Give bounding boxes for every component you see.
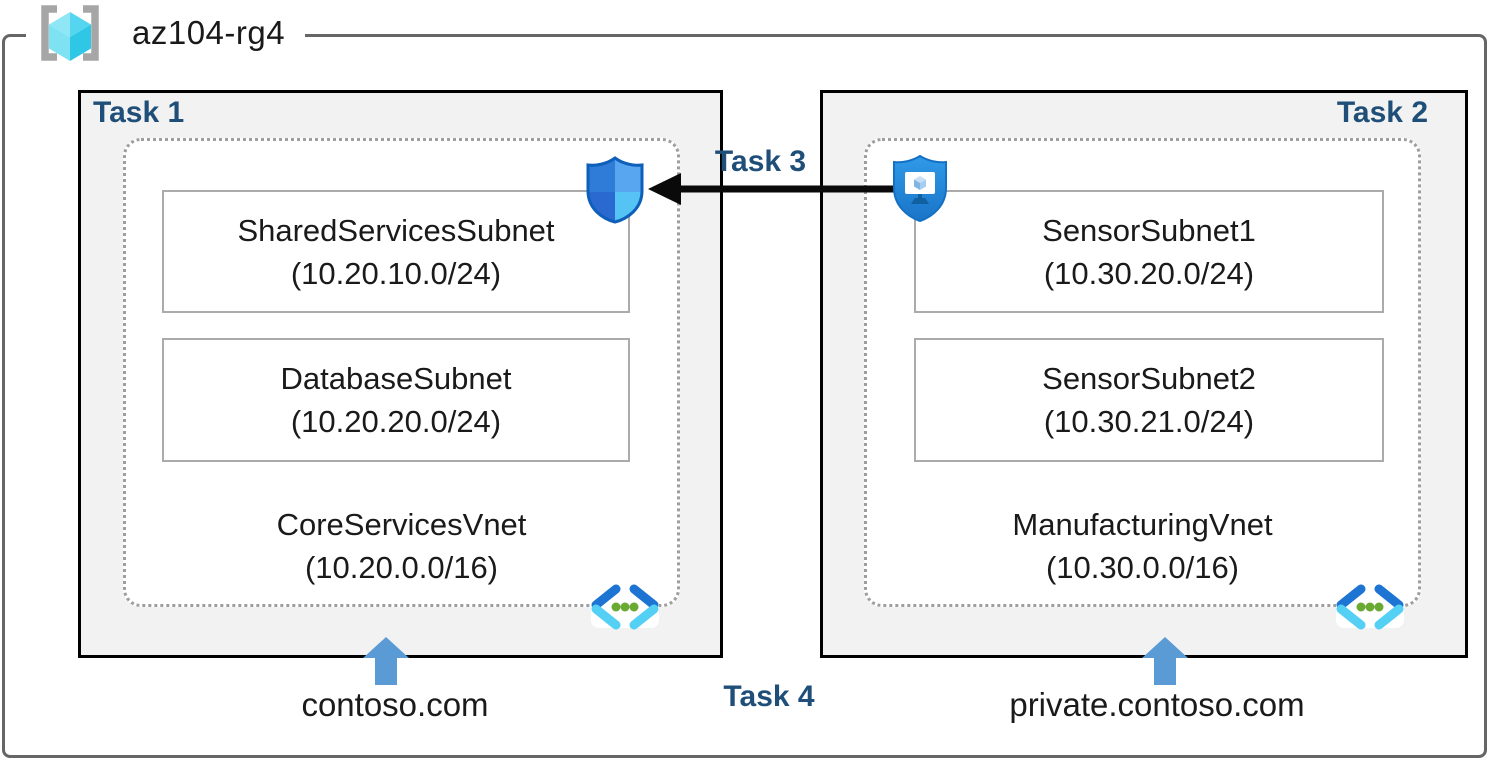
task3-label: Task 3 [714, 145, 807, 178]
subnet-name: SensorSubnet2 [1042, 361, 1256, 396]
virtual-network-icon [587, 582, 663, 632]
manufacturing-vnet-label: ManufacturingVnet (10.30.0.0/16) [864, 503, 1421, 589]
task4-label: Task 4 [723, 680, 815, 713]
black-left-arrow-icon [644, 167, 904, 211]
subnet-box-sensor2: SensorSubnet2 (10.30.21.0/24) [914, 338, 1384, 462]
bastion-shield-monitor-icon [892, 154, 948, 224]
subnet-box-sharedservices: SharedServicesSubnet (10.20.10.0/24) [162, 190, 630, 313]
private-contoso-dns-label: private.contoso.com [1009, 686, 1305, 723]
resource-group-boundary [2, 34, 1487, 758]
task2-label: Task 2 [1336, 96, 1428, 129]
vnet-name: CoreServicesVnet [276, 507, 527, 542]
subnet-name: SensorSubnet1 [1042, 212, 1256, 248]
vnet-name: ManufacturingVnet [1012, 507, 1273, 542]
subnet-cidr: (10.20.20.0/24) [290, 404, 502, 439]
coreservices-vnet-label: CoreServicesVnet (10.20.0.0/16) [123, 503, 680, 589]
network-security-group-shield-icon [585, 155, 645, 225]
vnet-cidr: (10.30.0.0/16) [1045, 550, 1240, 585]
subnet-cidr: (10.30.20.0/24) [1043, 255, 1255, 291]
contoso-dns-label: contoso.com [301, 686, 489, 723]
resource-group-name: az104-rg4 [132, 14, 286, 51]
resource-group-header: az104-rg4 [26, 2, 306, 64]
subnet-name: DatabaseSubnet [280, 361, 512, 396]
subnet-cidr: (10.20.10.0/24) [290, 255, 502, 291]
subnet-box-sensor1: SensorSubnet1 (10.30.20.0/24) [914, 190, 1384, 313]
blue-up-arrow-icon [362, 636, 410, 686]
resource-group-icon [34, 3, 106, 63]
subnet-box-database: DatabaseSubnet (10.20.20.0/24) [162, 338, 630, 462]
task1-label: Task 1 [93, 96, 185, 129]
virtual-network-icon [1332, 582, 1408, 632]
subnet-name: SharedServicesSubnet [237, 212, 555, 248]
vnet-cidr: (10.20.0.0/16) [304, 550, 499, 585]
blue-up-arrow-icon [1141, 636, 1189, 686]
subnet-cidr: (10.30.21.0/24) [1043, 404, 1255, 439]
